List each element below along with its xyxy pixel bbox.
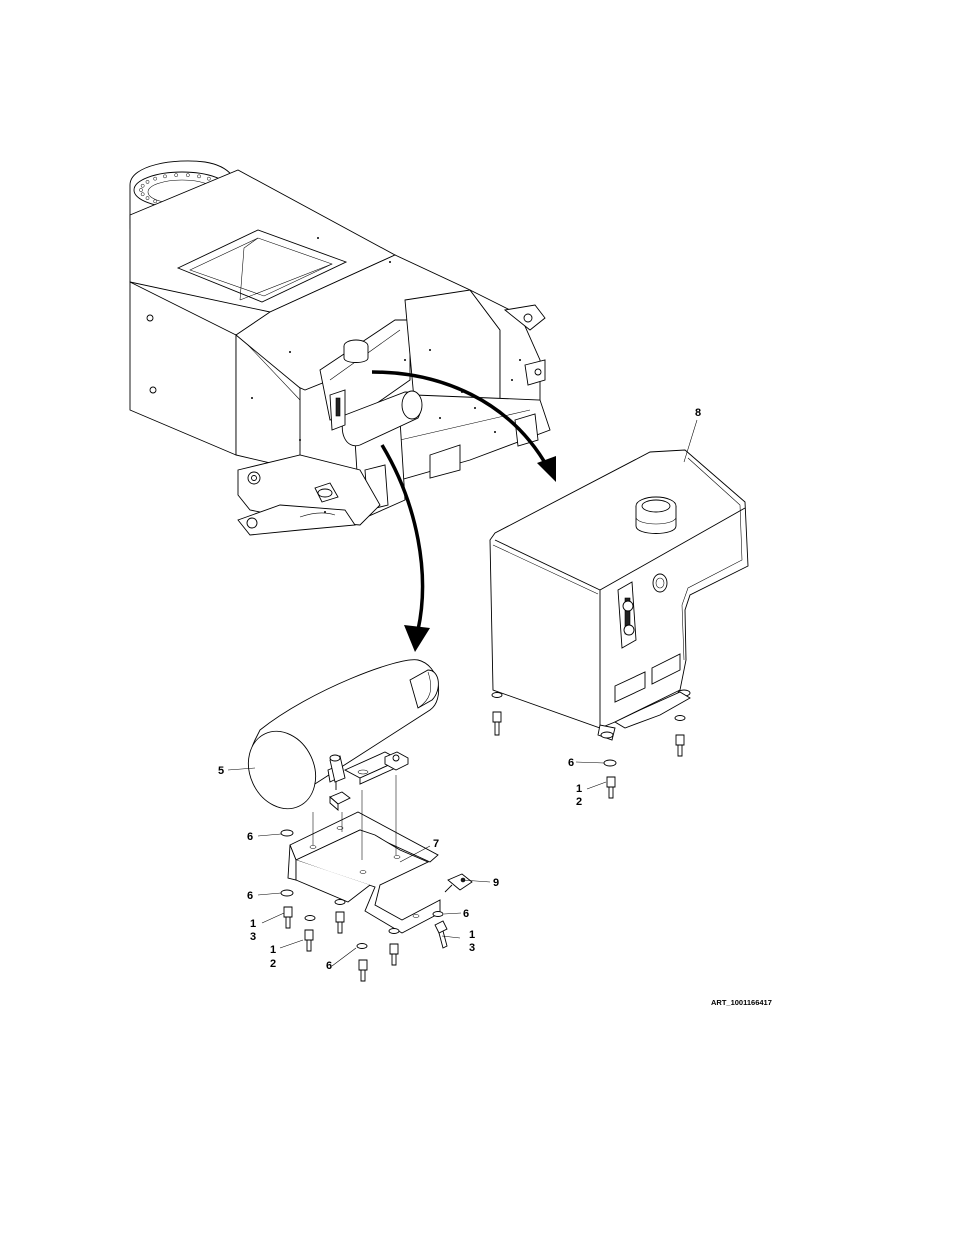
washer-icon xyxy=(305,916,315,921)
bolt-icon xyxy=(435,921,447,948)
bolt-icon xyxy=(336,912,344,933)
chassis-frame xyxy=(130,161,550,535)
bolt-icon xyxy=(305,930,313,951)
ground-clamp xyxy=(448,874,472,890)
callout-1-b: 1 xyxy=(270,944,276,956)
callout-3-a: 3 xyxy=(250,931,256,943)
callout-2-b: 2 xyxy=(270,958,276,970)
bolt-icon xyxy=(676,735,684,756)
callout-1-a: 1 xyxy=(250,918,256,930)
callout-6-b: 6 xyxy=(247,890,253,902)
callout-6-tank: 6 xyxy=(568,757,574,769)
washer-icon xyxy=(357,944,367,949)
bolt-icon xyxy=(493,712,501,735)
hydraulic-tank xyxy=(490,450,748,740)
callout-8: 8 xyxy=(695,407,701,419)
washer-icon xyxy=(281,890,293,896)
callout-2-tank: 2 xyxy=(576,796,582,808)
callout-7: 7 xyxy=(433,838,439,850)
washer-icon xyxy=(433,912,443,917)
callout-6-a: 6 xyxy=(247,831,253,843)
washer-icon xyxy=(389,929,399,934)
washer-icon xyxy=(604,760,616,766)
bolt-icon xyxy=(359,960,367,981)
bolt-icon xyxy=(390,944,398,965)
callout-1-tank: 1 xyxy=(576,783,582,795)
callout-6-c: 6 xyxy=(326,960,332,972)
callout-3-c: 3 xyxy=(469,942,475,954)
callout-6-d: 6 xyxy=(463,908,469,920)
callout-9: 9 xyxy=(493,877,499,889)
art-number: ART_1001166417 xyxy=(711,998,772,1007)
bolt-icon xyxy=(607,777,615,798)
washer-icon xyxy=(281,830,293,836)
tank-hardware xyxy=(493,712,684,798)
callout-5: 5 xyxy=(218,765,224,777)
washer-icon xyxy=(335,900,345,905)
bolt-icon xyxy=(284,907,292,928)
callout-1-c: 1 xyxy=(469,929,475,941)
